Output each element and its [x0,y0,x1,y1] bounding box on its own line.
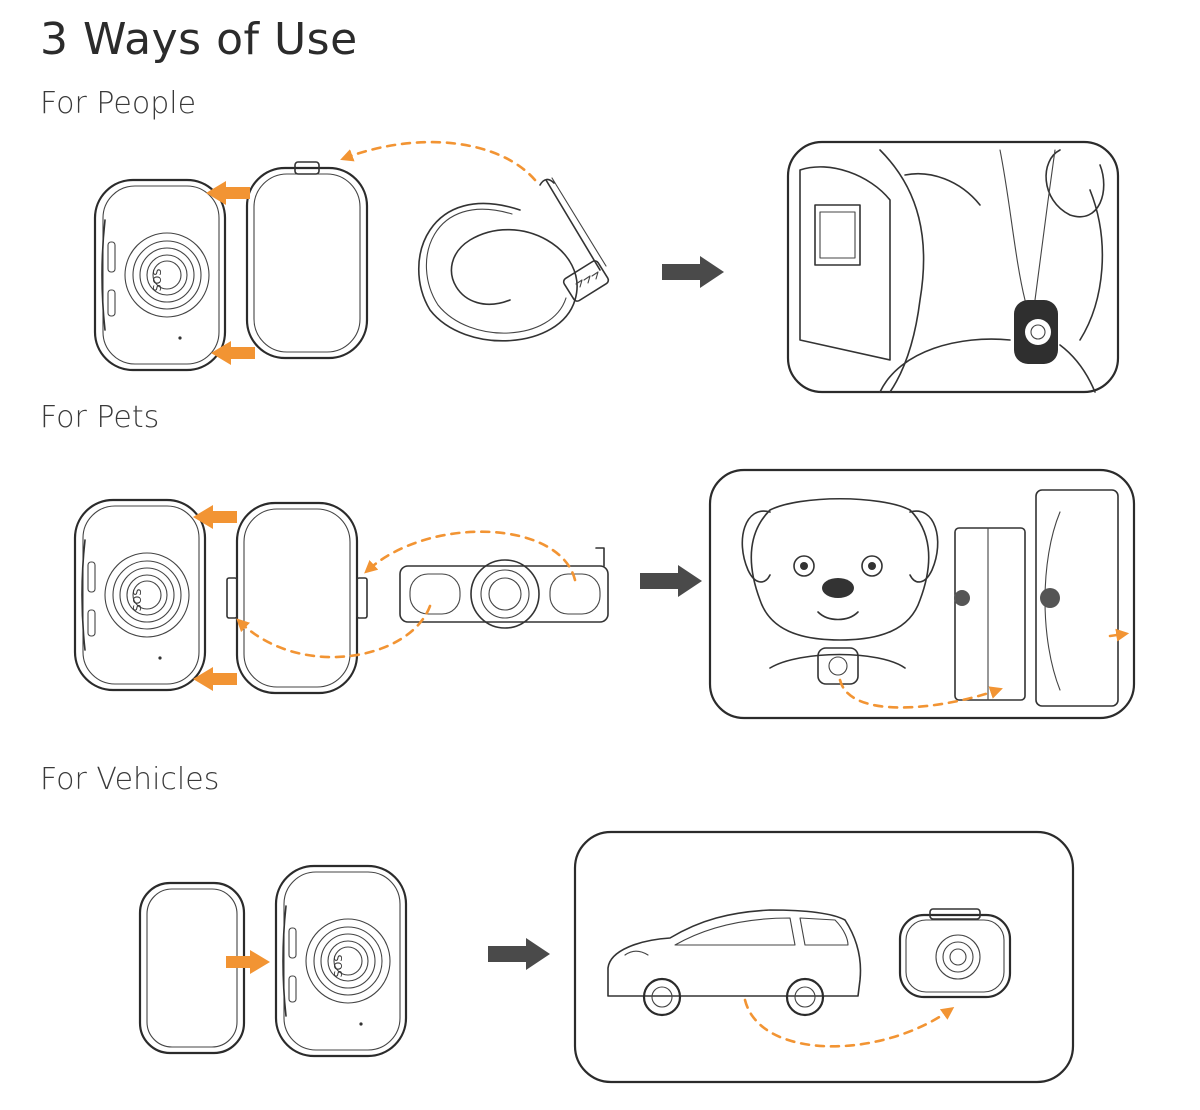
sos-button-text: SOS [332,955,345,978]
tracker-device: SOS [93,178,227,372]
collar-case [226,501,368,695]
people-row: SOS [93,140,1120,394]
sos-button-text: SOS [151,269,164,292]
section-label-people: For People [40,86,197,121]
insert-arrow-icon [206,181,250,205]
person-scene [786,140,1120,394]
tracker-device: SOS [73,498,207,692]
lanyard-icon [417,177,610,342]
flow-arrow [340,140,537,182]
insert-arrow-icon [211,341,255,365]
collar-holder-icon [399,547,609,629]
insert-arrow-icon [193,505,237,529]
insert-arrow-icon [226,950,270,974]
flow-arrow [743,998,955,1048]
next-step-arrow-icon [488,938,550,970]
flow-arrow [838,678,1003,709]
next-step-arrow-icon [640,565,702,597]
section-label-vehicles: For Vehicles [40,762,220,797]
pet-scene [708,468,1136,720]
vehicles-row: SOS [138,830,1075,1084]
flow-arrow [1108,628,1130,642]
section-label-pets: For Pets [40,400,160,435]
page-title: 3 Ways of Use [40,14,358,65]
pets-row: SOS [73,468,1136,720]
flow-arrow [236,604,432,659]
next-step-arrow-icon [662,256,724,288]
flow-arrow [364,530,577,582]
tracker-device [898,908,1012,999]
vehicle-scene [573,830,1075,1084]
tracker-device: SOS [274,864,408,1058]
lanyard-case [245,161,369,360]
sos-button-text: SOS [131,589,144,612]
